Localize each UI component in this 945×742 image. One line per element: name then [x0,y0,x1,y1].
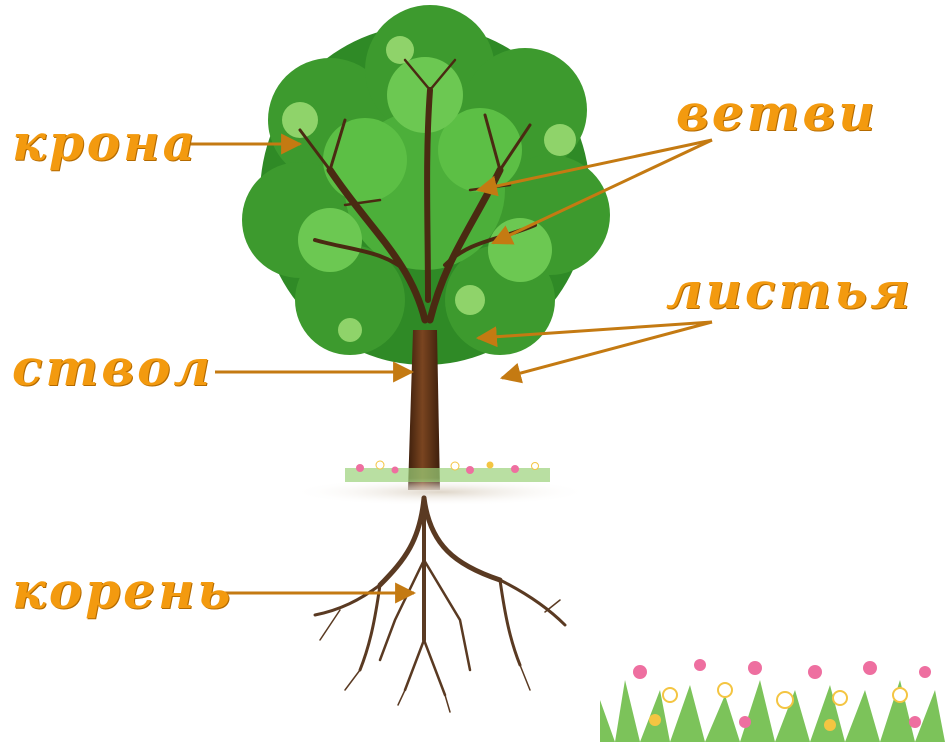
label-crown: крона [12,118,198,168]
label-trunk: ствол [12,343,213,393]
grass-flowers-small [345,461,550,482]
label-leaves: листья [666,266,913,316]
label-root: корень [12,566,233,616]
label-branches: ветви [676,88,878,138]
tree-trunk [408,330,440,490]
flower-meadow [600,659,945,742]
tree-roots [315,498,565,712]
ground [290,478,590,506]
